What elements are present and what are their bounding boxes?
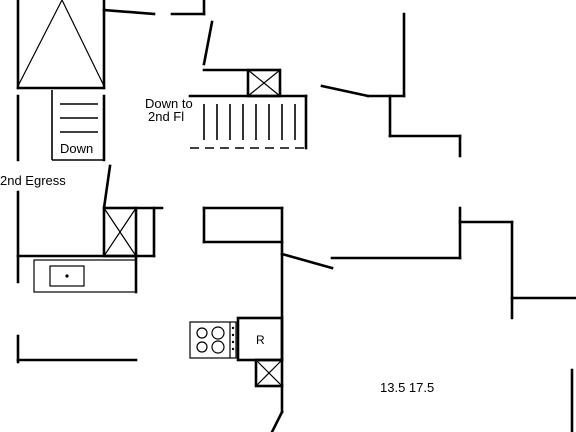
sink-icon	[49, 265, 85, 287]
egress-wall	[102, 164, 112, 210]
sink-drain-icon	[65, 274, 69, 278]
refrigerator	[236, 316, 284, 362]
cooktop	[189, 321, 237, 359]
burner-icon	[211, 340, 225, 354]
down-to-label-line1: Down to	[145, 96, 193, 111]
kitchen-counter	[16, 254, 138, 294]
chase-box-top	[246, 68, 282, 98]
top-walls	[102, 0, 462, 158]
burner-icon	[211, 326, 225, 340]
burner-icon	[196, 327, 208, 339]
right-walls	[270, 206, 576, 432]
egress-label: 2nd Egress	[0, 173, 66, 188]
chase-box-bottom	[254, 358, 284, 388]
burner-icon	[196, 341, 208, 353]
center-stairs	[188, 94, 308, 150]
chase-box-left	[102, 206, 164, 258]
down-label: Down	[60, 141, 93, 156]
down-to-label-line2: 2nd Fl	[148, 109, 184, 124]
room-dimensions-label: 13.5 17.5	[380, 380, 434, 395]
down-stairs	[51, 90, 106, 162]
upper-stair-symbol	[16, 0, 106, 90]
island	[202, 206, 284, 362]
refrigerator-label: R	[256, 333, 265, 347]
